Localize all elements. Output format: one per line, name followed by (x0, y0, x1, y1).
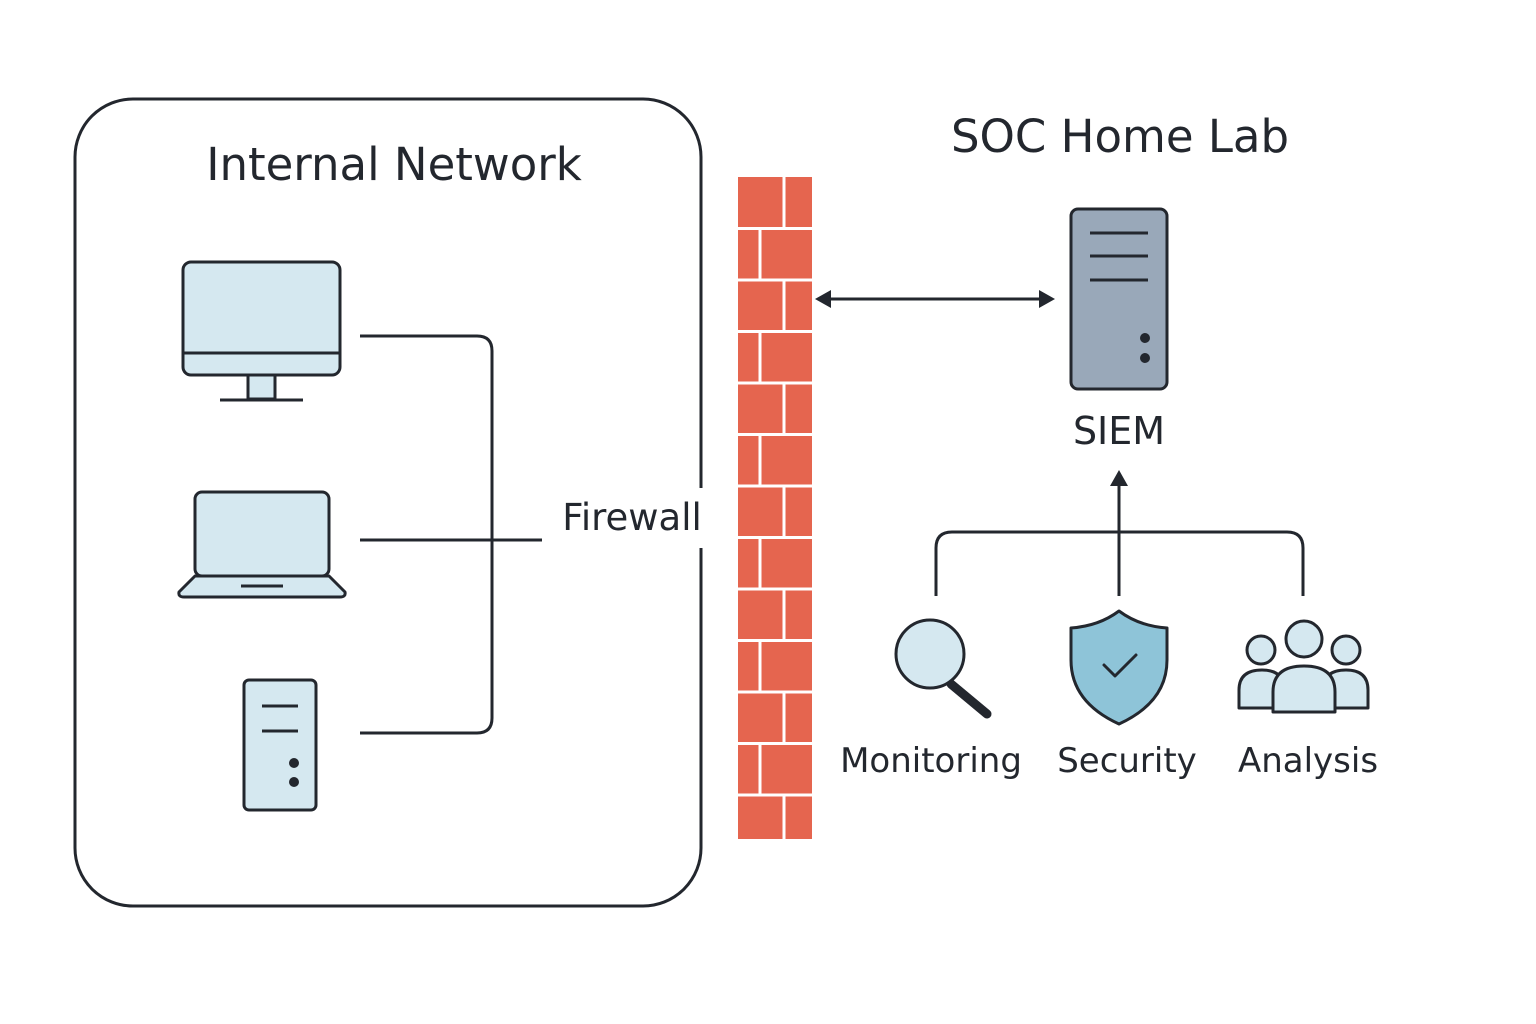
function-label-security: Security (1057, 741, 1197, 781)
desktop-monitor-icon (181, 260, 342, 402)
shield-check-icon (1069, 609, 1169, 726)
functions-to-siem-arrow (1110, 470, 1128, 596)
siem-label: SIEM (1073, 409, 1165, 453)
firewall-label: Firewall (562, 496, 702, 539)
internal-network-title: Internal Network (206, 138, 582, 191)
container-border-gap (694, 488, 708, 548)
siem-server-icon (1069, 207, 1169, 391)
people-group-icon (1237, 619, 1370, 714)
function-label-analysis: Analysis (1238, 741, 1378, 781)
function-label-monitoring: Monitoring (840, 741, 1022, 781)
laptop-icon (177, 490, 347, 599)
firewall-siem-double-arrow (815, 290, 1055, 308)
device-connection-bracket (360, 334, 494, 735)
server-tower-icon (242, 678, 318, 812)
soc-home-lab-title: SOC Home Lab (951, 110, 1289, 163)
functions-bracket (934, 530, 1305, 596)
brick-wall-icon (738, 177, 812, 847)
magnifier-icon (894, 618, 992, 719)
